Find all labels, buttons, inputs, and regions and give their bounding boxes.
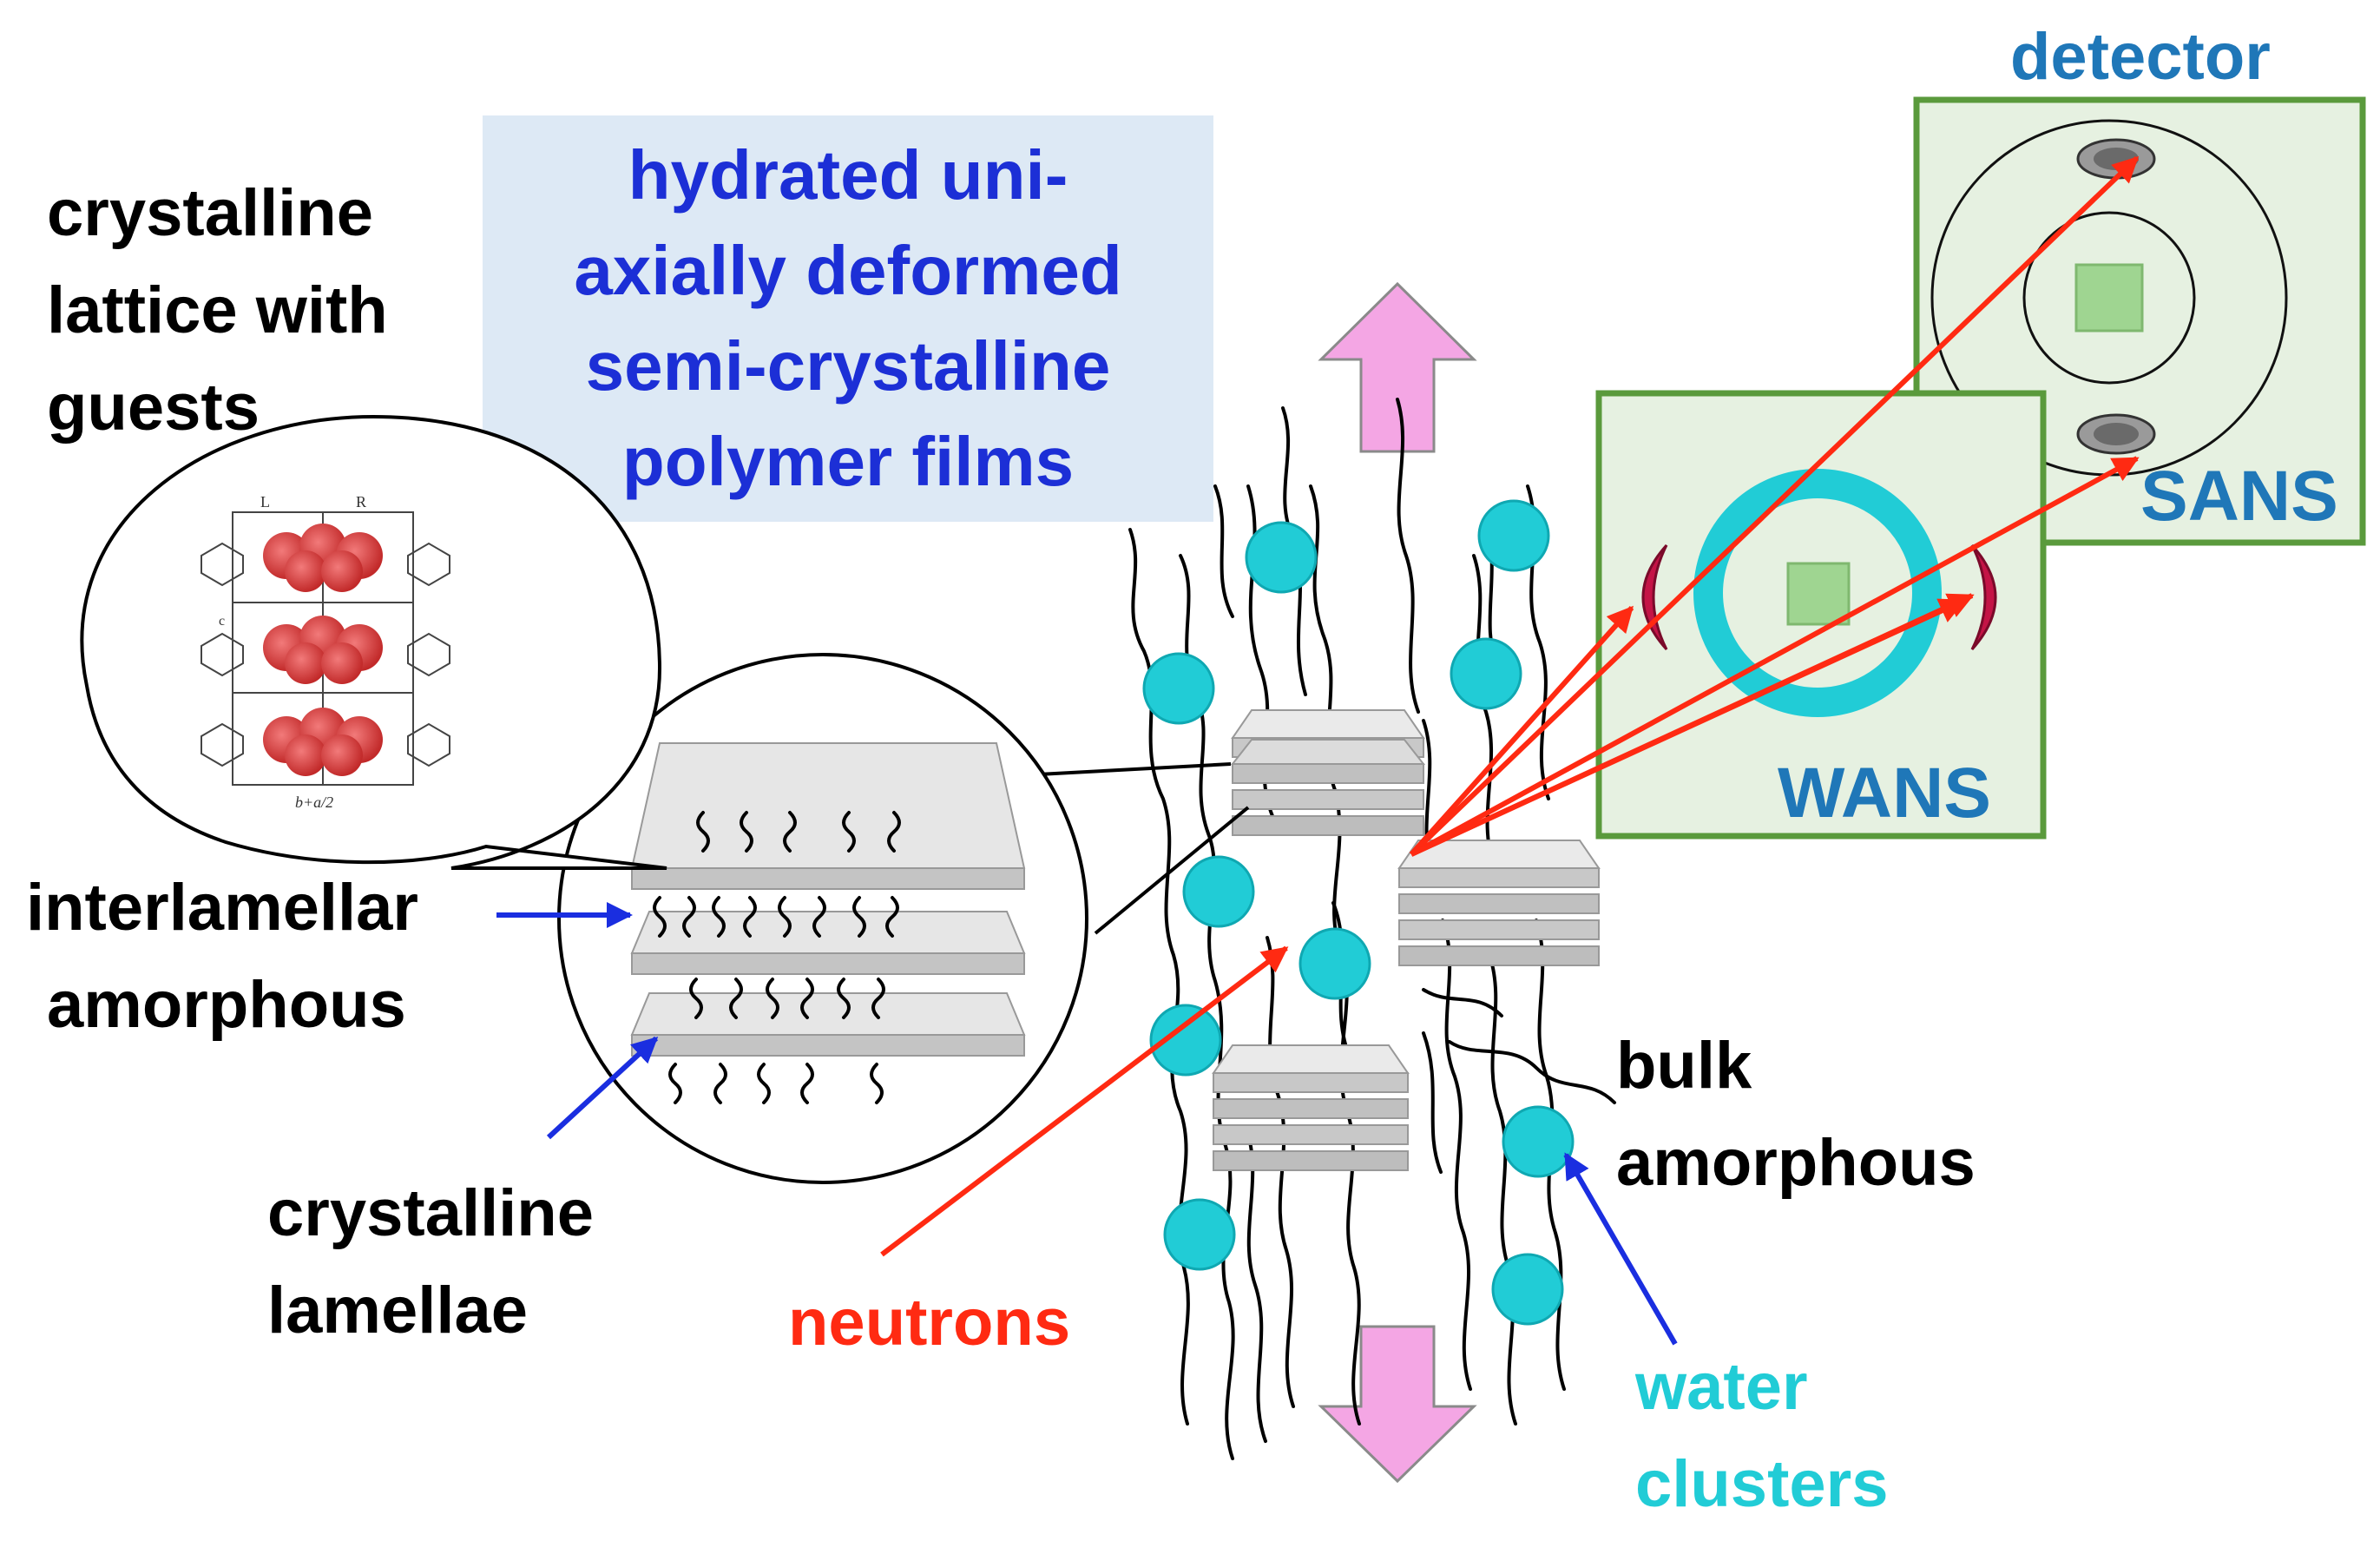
interlamellar-line-2: amorphous [47,968,406,1042]
crystalline-lamellae-label: crystalline lamellae [267,1165,594,1360]
lattice-inset: L R c b+a/2 [80,414,667,870]
title-line-1: hydrated uni- [628,136,1068,214]
lamellae-zoom-inset [557,653,1250,1184]
water-clusters-line-1: water [1635,1350,1808,1424]
bulk-amorphous-line-2: amorphous [1616,1126,1976,1200]
interlamellar-line-1: interlamellar [26,871,418,945]
sans-label: SANS [2140,457,2338,536]
crystalline-lattice-line-1: crystalline [47,176,373,250]
title-box: hydrated uni- axially deformed semi-crys… [483,115,1213,522]
lattice-label-l: L [260,493,270,510]
crystalline-lamellae-line-2: lamellae [267,1274,528,1347]
title-line-3: semi-crystalline [585,327,1111,405]
lattice-axis-label: b+a/2 [295,794,333,811]
bulk-amorphous-label: bulk amorphous [1616,1017,1976,1212]
interlamellar-label: interlamellar amorphous [26,859,418,1054]
neutron-beams [880,155,2140,1257]
water-clusters-label: water clusters [1635,1339,1889,1533]
pointer-arrows [496,902,1678,1346]
water-clusters-line-2: clusters [1635,1447,1889,1521]
stretch-arrow-up [1318,281,1477,453]
lattice-label-r: R [356,493,366,510]
detector-label: detector [2010,20,2271,94]
bulk-amorphous-line-1: bulk [1616,1029,1752,1103]
crystalline-lattice-line-3: guests [47,371,260,445]
lattice-label-c: c [219,614,225,629]
title-line-2: axially deformed [574,232,1122,309]
title-line-4: polymer films [621,423,1075,500]
crystalline-lattice-label: crystalline lattice with guests [47,165,388,457]
lamellae-stacks [1212,709,1601,1171]
wans-label: WANS [1778,754,1991,833]
stretch-arrow-down [1318,1325,1477,1484]
neutrons-label: neutrons [788,1286,1071,1360]
crystalline-lattice-line-2: lattice with [47,273,388,347]
crystalline-lamellae-line-1: crystalline [267,1176,594,1250]
title-text: hydrated uni- axially deformed semi-crys… [483,128,1213,510]
water-clusters [1142,499,1575,1326]
